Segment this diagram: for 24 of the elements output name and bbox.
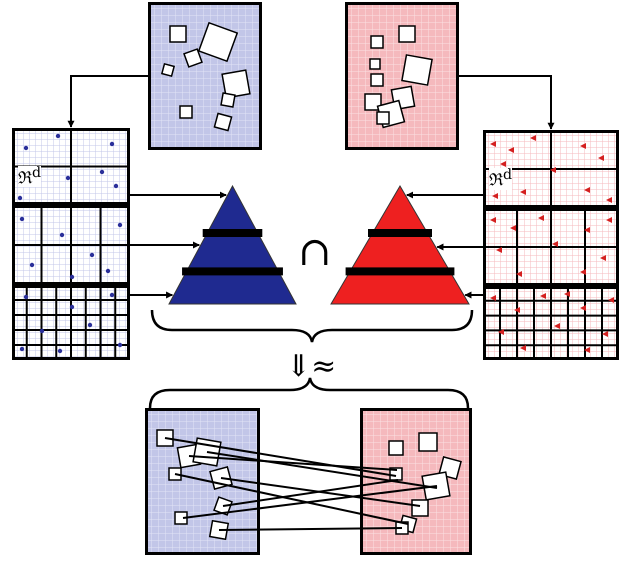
arrow [130,292,174,298]
grid-level-drawing [483,208,619,286]
pyramid-drawing [168,185,297,305]
point-set-drawing [345,2,459,150]
point-set-drawing [148,2,262,150]
grid-level-drawing [483,130,619,208]
space-label: ℜ$^{d}$ [489,168,512,190]
math-symbol: ∩ [298,232,332,272]
arrow [130,242,200,248]
grid-level-drawing [12,285,130,360]
grid-level-drawing [12,205,130,285]
pyramid-drawing [330,185,470,305]
math-symbol: ⇓≈ [286,352,336,382]
space-label: ℜ$^{d}$ [18,166,42,188]
grid-level-drawing [12,128,130,205]
arrow [130,192,227,198]
arrow [459,75,554,130]
arrow [436,244,483,250]
point-set-drawing [360,408,472,555]
point-set-drawing [145,408,260,555]
arrow [406,192,483,198]
arrow [68,75,148,128]
arrow [464,292,483,298]
grid-level-drawing [483,286,619,360]
